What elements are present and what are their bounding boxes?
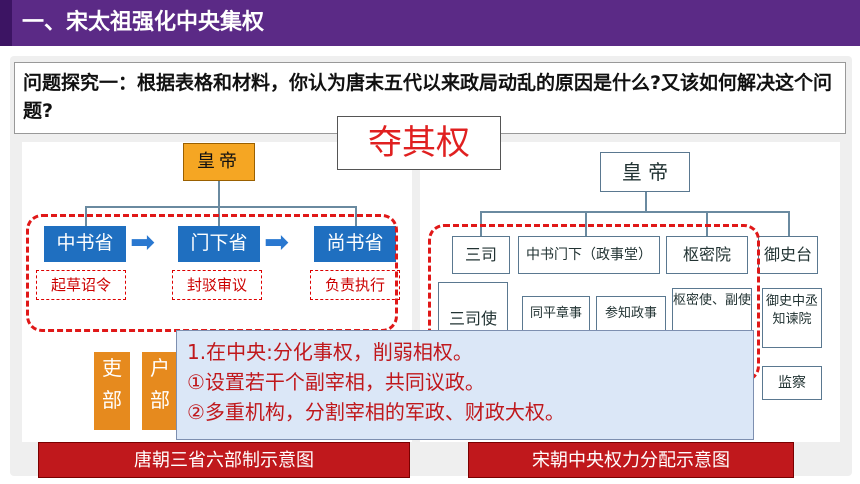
zhongshu-note: 起草诏令 [36,270,126,300]
shumiyuan-box: 枢密院 [666,236,748,274]
canzhizhengshi-box: 参知政事 [596,296,666,332]
tang-connector [218,206,220,228]
yushitai-box: 御史台 [758,236,818,274]
zhongshu-box: 中书省 [44,226,126,262]
yushizhongcheng-box: 御史中丞知谏院 [762,288,822,348]
header-accent [0,0,12,46]
song-connector [645,192,647,212]
arrow-right-icon: ➡ [130,225,156,260]
menxia-note: 封驳审议 [172,270,262,300]
slide-header [0,0,860,46]
summary-popup: 1.在中央:分化事权，削弱相权。 ①设置若干个副宰相，共同议政。 ②多重机构，分… [176,330,754,440]
song-emperor-box: 皇 帝 [600,152,690,192]
tang-connector [85,206,355,208]
popup-line-2: ①设置若干个副宰相，共同议政。 [187,370,485,394]
menxia-box: 门下省 [178,226,260,262]
libu-char-2: 部 [102,388,122,412]
shangshu-note: 负责执行 [310,270,400,300]
popup-line-1: 1.在中央:分化事权，削弱相权。 [187,340,473,364]
libu-box: 吏 部 [94,352,130,430]
shangshu-box: 尚书省 [314,226,396,262]
song-connector [788,211,790,237]
popup-line-3: ②多重机构，分割宰相的军政、财政大权。 [187,400,565,424]
zhongshumenxia-box: 中书门下（政事堂） [518,236,660,274]
song-connector [480,211,790,213]
sansi-box: 三司 [452,236,510,274]
libu-char-1: 吏 [102,356,122,380]
slide-title: 一、宋太祖强化中央集权 [22,10,265,35]
hubu-char-1: 户 [150,356,170,380]
hubu-box: 户 部 [142,352,178,430]
question-box: 问题探究一：根据表格和材料，你认为唐末五代以来政局动乱的原因是什么?又该如何解决… [14,62,846,134]
arrow-right-icon: ➡ [264,225,290,260]
hubu-char-2: 部 [150,388,170,412]
tang-caption: 唐朝三省六部制示意图 [38,442,410,478]
tang-connector [355,206,357,228]
jiancha-box: 监察 [762,366,822,400]
tang-connector [85,206,87,228]
tongpingzhangshi-box: 同平章事 [522,296,590,332]
tang-emperor-box: 皇帝 [183,143,255,181]
song-caption: 宋朝中央权力分配示意图 [468,442,794,478]
tang-connector [218,181,220,207]
duo-qi-quan-label: 夺其权 [337,116,501,170]
tang-dashed-highlight [26,214,398,332]
